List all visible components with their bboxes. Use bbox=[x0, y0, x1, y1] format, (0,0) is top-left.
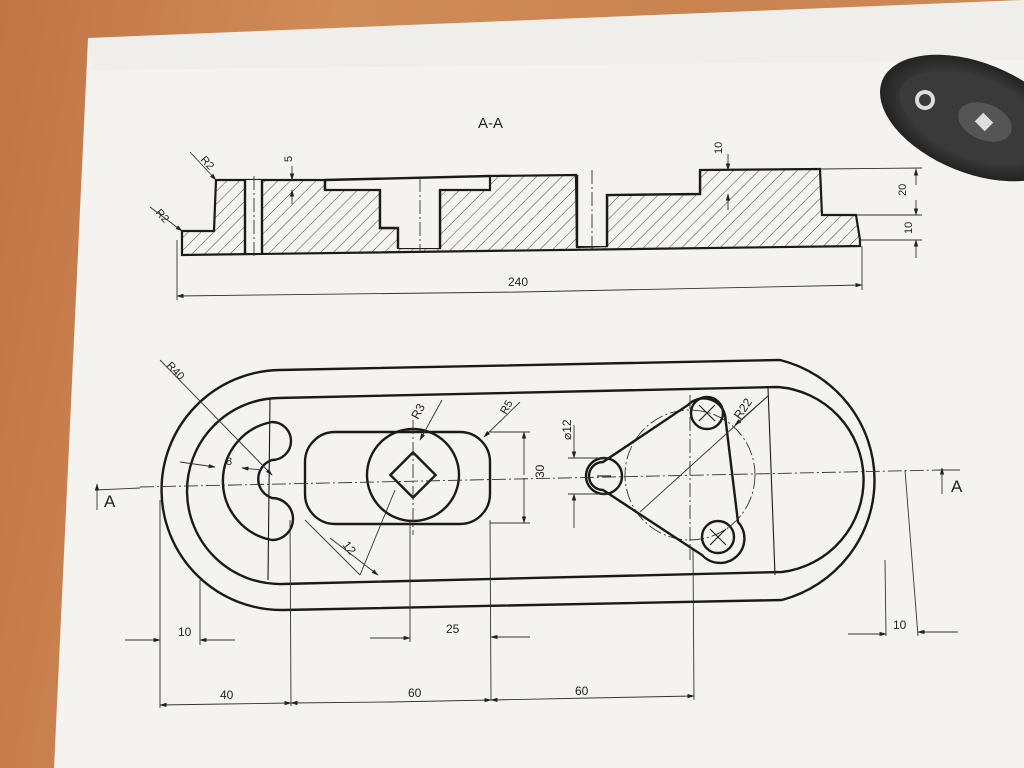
c-slot bbox=[221, 420, 295, 542]
overall-length-label: 240 bbox=[508, 275, 528, 289]
triangle-plate bbox=[587, 397, 746, 565]
top-view: A A R40 8 R3 R5 30 12 ⌀12 bbox=[94, 358, 963, 708]
pocket-offset-label: 25 bbox=[446, 622, 460, 636]
dimension-60b-label: 60 bbox=[575, 684, 589, 698]
inner-contour bbox=[185, 385, 865, 586]
counterbore-depth-label: 10 bbox=[713, 142, 725, 154]
section-title: A-A bbox=[478, 115, 503, 132]
paper-sheet bbox=[54, 0, 1024, 768]
hole-diameter-label: ⌀12 bbox=[560, 419, 574, 440]
part-photo bbox=[880, 54, 1024, 182]
section-marker-right: A bbox=[951, 477, 963, 496]
pocket-height-label: 30 bbox=[533, 464, 547, 478]
dimension-60a-label: 60 bbox=[408, 686, 422, 700]
slot-width-label: 8 bbox=[226, 456, 232, 468]
section-marker-left: A bbox=[104, 492, 116, 511]
bottom-pin-hole bbox=[700, 519, 736, 555]
paper-shadow bbox=[88, 0, 1024, 70]
section-hatch bbox=[180, 167, 862, 257]
section-view: R2 R2 5 10 20 10 240 bbox=[149, 142, 923, 300]
right-wall-label: 10 bbox=[893, 618, 907, 632]
outer-contour bbox=[160, 358, 876, 612]
upper-step-height-label: 20 bbox=[897, 184, 909, 196]
dimension-40-label: 40 bbox=[220, 688, 234, 702]
lower-step-height-label: 10 bbox=[903, 222, 915, 234]
top-pin-hole bbox=[689, 395, 725, 431]
pocket-depth-label: 5 bbox=[283, 156, 295, 162]
square-hole bbox=[388, 450, 438, 500]
small-radius-label: R3 bbox=[408, 401, 428, 421]
left-wall-label: 10 bbox=[178, 625, 192, 639]
